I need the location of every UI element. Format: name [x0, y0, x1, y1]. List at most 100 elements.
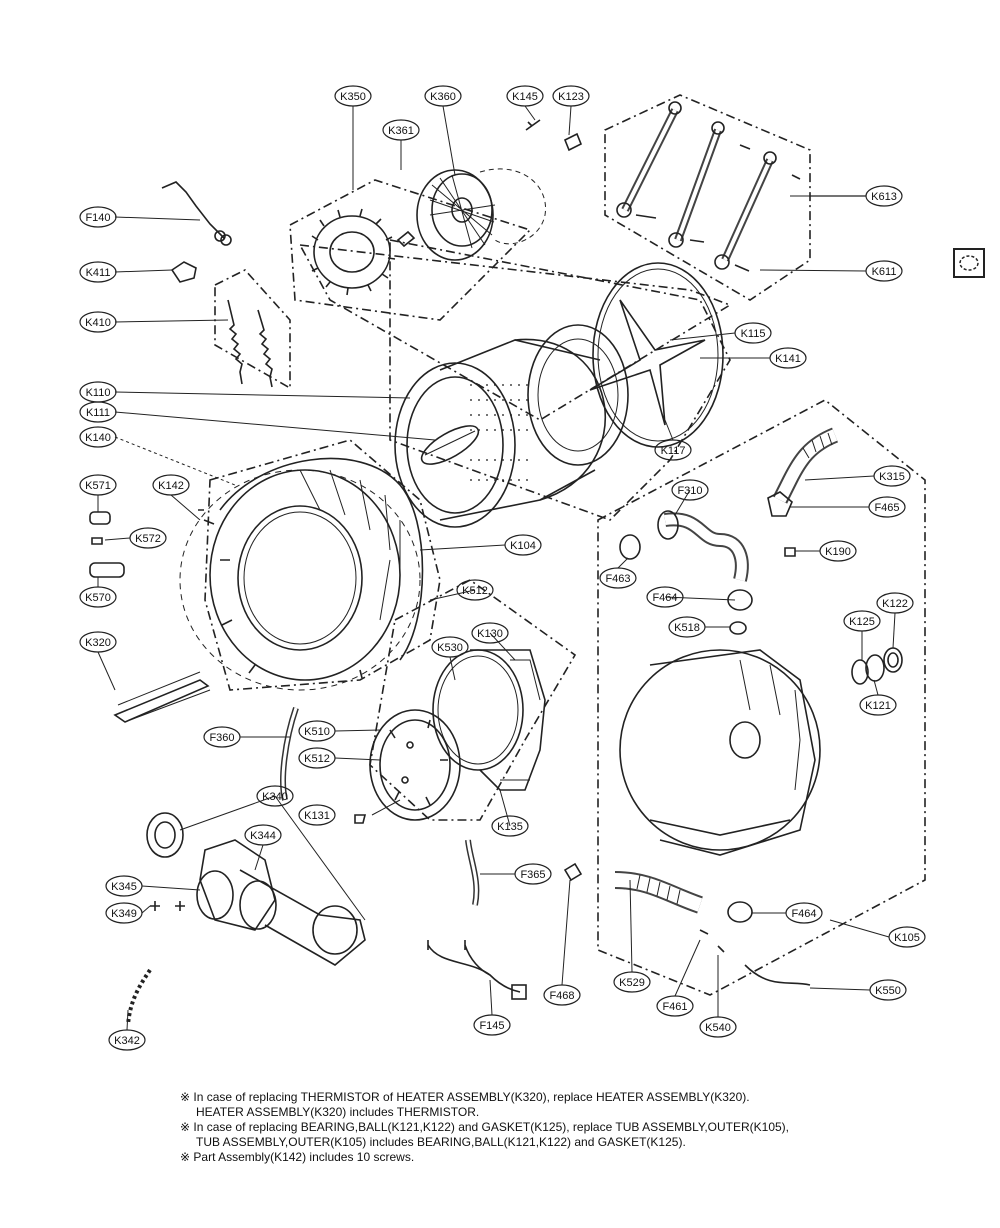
callout-k344: K344	[244, 824, 282, 846]
svg-text:K104: K104	[510, 540, 536, 552]
svg-text:K121: K121	[865, 700, 891, 712]
clamp-f464-lower	[727, 901, 753, 923]
svg-text:K410: K410	[85, 317, 111, 329]
callout-k349: K349	[105, 902, 143, 924]
wire-f145	[427, 940, 527, 1000]
bearings-k121-k122-k125	[851, 647, 903, 685]
callout-k530: K530	[431, 636, 469, 658]
svg-text:F461: F461	[662, 1001, 687, 1013]
callout-f468: F468	[543, 984, 581, 1006]
clamp-f465	[767, 491, 793, 517]
svg-text:K340: K340	[262, 791, 288, 803]
hose-k315	[772, 427, 839, 504]
callout-k518: K518	[668, 616, 706, 638]
svg-text:F310: F310	[677, 485, 702, 497]
callout-k540: K540	[699, 1016, 737, 1038]
svg-text:K530: K530	[437, 642, 463, 654]
parts-k571-k572-k570	[89, 511, 125, 578]
callout-k529: K529	[613, 971, 651, 993]
callout-k115: K115	[734, 322, 772, 344]
callout-k361: K361	[382, 119, 420, 141]
note-line: ※ In case of replacing THERMISTOR of HEA…	[180, 1090, 750, 1104]
svg-text:F468: F468	[549, 990, 574, 1002]
note-line: HEATER ASSEMBLY(K320) includes THERMISTO…	[196, 1105, 480, 1119]
svg-text:K342: K342	[114, 1035, 140, 1047]
screw-k145	[525, 119, 541, 131]
callout-k130: K130	[471, 622, 509, 644]
callout-k340: K340	[256, 785, 294, 807]
callout-k571: K571	[79, 474, 117, 496]
callout-k117: K117	[654, 439, 692, 461]
notes-block: ※ In case of replacing THERMISTOR of HEA…	[180, 1090, 900, 1165]
rotor-bolt	[396, 230, 416, 248]
svg-text:K611: K611	[872, 266, 897, 278]
callout-k110: K110	[79, 381, 117, 403]
callout-k122: K122	[876, 592, 914, 614]
parts-f461-k540	[699, 929, 725, 953]
callout-k512-lower: K512	[298, 747, 336, 769]
callout-labels: K350 K360 K361 K145 K123 F140 K411 K410 …	[79, 85, 926, 1051]
svg-text:K361: K361	[388, 125, 414, 137]
svg-text:K518: K518	[674, 622, 700, 634]
pump-k340	[146, 812, 366, 966]
callout-f464-lower: F464	[785, 902, 823, 924]
svg-text:K345: K345	[111, 881, 137, 893]
svg-text:K529: K529	[619, 977, 645, 989]
callout-f140: F140	[79, 206, 117, 228]
svg-text:K315: K315	[879, 471, 905, 483]
callout-k142: K142	[152, 474, 190, 496]
section-tab-icon	[953, 248, 985, 278]
stator-part	[311, 208, 396, 296]
callout-k345: K345	[105, 875, 143, 897]
callout-k141: K141	[769, 347, 807, 369]
callout-k360: K360	[424, 85, 462, 107]
svg-text:K570: K570	[85, 592, 111, 604]
tub-front-k140	[209, 457, 424, 681]
ring-k512	[369, 709, 461, 821]
svg-text:K512: K512	[304, 753, 330, 765]
svg-text:K510: K510	[304, 726, 330, 738]
tub-front-outline-k104	[179, 469, 421, 691]
sensor-k411	[170, 261, 197, 283]
callout-f310: F310	[671, 479, 709, 501]
tub-rear-k105	[619, 649, 821, 856]
svg-text:K572: K572	[135, 533, 161, 545]
bracket-k130	[470, 649, 546, 791]
callout-k111: K111	[79, 401, 117, 423]
screws-k349	[150, 901, 185, 911]
svg-text:K349: K349	[111, 908, 137, 920]
part-k190	[784, 547, 796, 557]
callout-f464: F464	[646, 586, 684, 608]
svg-text:F360: F360	[209, 732, 234, 744]
svg-text:K135: K135	[497, 821, 523, 833]
svg-text:K122: K122	[882, 598, 908, 610]
springs-k410	[227, 299, 273, 388]
svg-text:K141: K141	[775, 353, 801, 365]
svg-text:K131: K131	[304, 810, 330, 822]
ring-k530	[432, 649, 524, 771]
clamp-f463	[619, 534, 641, 560]
svg-text:K550: K550	[875, 985, 901, 997]
callout-k125: K125	[843, 610, 881, 632]
svg-text:K360: K360	[430, 91, 456, 103]
callout-k570: K570	[79, 586, 117, 608]
callout-k104: K104	[504, 534, 542, 556]
callout-f145: F145	[473, 1014, 511, 1036]
svg-text:K344: K344	[250, 830, 276, 842]
hose-f310	[657, 510, 749, 582]
leader-lines	[97, 105, 896, 1031]
svg-text:K190: K190	[825, 546, 851, 558]
svg-text:K571: K571	[85, 480, 111, 492]
callout-k140: K140	[79, 426, 117, 448]
callout-k123: K123	[552, 85, 590, 107]
hose-k342	[126, 968, 152, 1026]
callout-f461: F461	[656, 995, 694, 1017]
svg-text:K145: K145	[512, 91, 538, 103]
callout-f463: F463	[599, 567, 637, 589]
svg-text:F463: F463	[605, 573, 630, 585]
callout-k131: K131	[298, 804, 336, 826]
group-boundaries	[204, 94, 926, 996]
svg-text:K110: K110	[86, 387, 111, 399]
callout-k613: K613	[810, 185, 903, 207]
callout-k121: K121	[859, 694, 897, 716]
